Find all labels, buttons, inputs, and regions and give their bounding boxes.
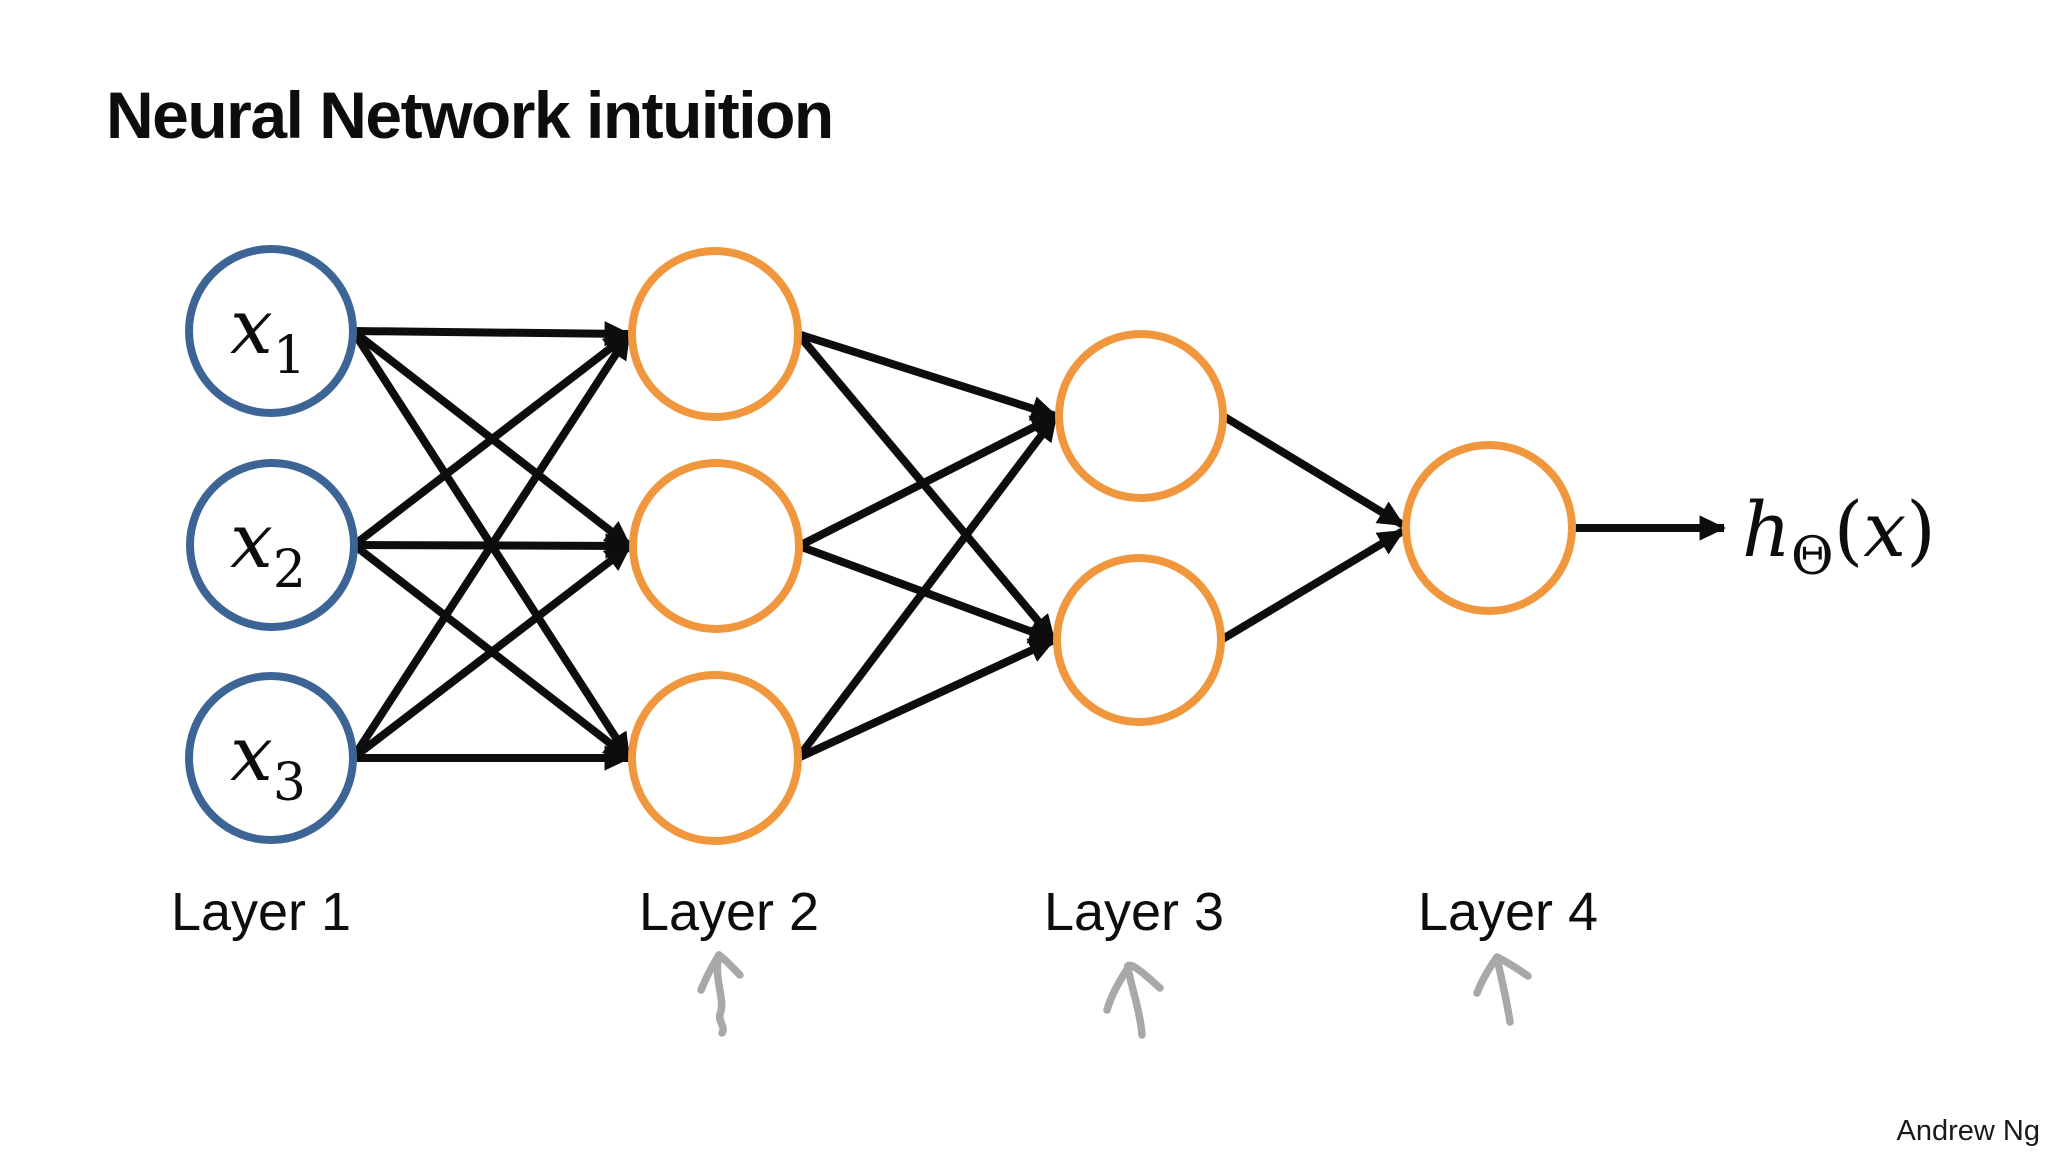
sketch-wing-right (1123, 961, 1164, 992)
layer-labels: Layer 1 Layer 2 Layer 3 Layer 4 (171, 882, 1598, 942)
edge (796, 636, 1056, 762)
input-node-1 (185, 245, 357, 417)
sketch-wing-left (1473, 953, 1501, 997)
edge (1220, 412, 1406, 529)
edges-layer1-to-layer2 (349, 321, 633, 771)
sketch-up-arrow-layer4 (1473, 953, 1532, 1026)
slide-title: Neural Network intuition (106, 78, 834, 152)
credit: Andrew Ng (1896, 1115, 2040, 1147)
edges-layer3-to-layer4 (1218, 412, 1406, 644)
input-node-1-label: x1 (230, 282, 306, 386)
sketch-up-arrow-layer3 (1103, 961, 1164, 1039)
output-formula: hΘ(x) (1742, 485, 1936, 587)
hidden-node-3-2 (1053, 554, 1225, 726)
input-node-3 (185, 672, 357, 844)
layer4-nodes (1402, 441, 1576, 615)
sketch-wing-right (715, 951, 744, 979)
layer2-label: Layer 2 (639, 882, 819, 942)
sketch-stem (1493, 954, 1514, 1026)
edge (1218, 527, 1406, 644)
sketch-stem (713, 951, 727, 1037)
edge (350, 542, 633, 762)
sketch-wing-right (1493, 953, 1532, 980)
layer3-label: Layer 3 (1044, 882, 1224, 942)
sketch-stem (1124, 964, 1146, 1039)
layer1-label: Layer 1 (171, 882, 351, 942)
hidden-node-3-1 (1055, 330, 1227, 502)
layer4-label: Layer 4 (1418, 882, 1598, 942)
hidden-node-2-2 (629, 459, 803, 633)
edge (794, 413, 1060, 761)
input-node-2-label: x2 (230, 496, 306, 600)
sketch-arrows (697, 951, 1532, 1039)
layer3-nodes (1053, 330, 1227, 726)
edge (794, 331, 1058, 643)
edge (352, 321, 632, 347)
input-node-2 (186, 459, 358, 631)
edge (351, 330, 632, 549)
output-node (1402, 441, 1576, 615)
hidden-node-2-1 (628, 247, 802, 421)
edge (796, 330, 1058, 421)
sketch-up-arrow-layer2 (697, 951, 744, 1037)
hidden-node-2-3 (628, 671, 802, 845)
input-node-3-label: x3 (230, 709, 306, 813)
sketch-wing-left (1103, 964, 1132, 1014)
edge (349, 331, 633, 761)
edge (797, 412, 1058, 550)
edges-layer2-to-layer3 (794, 330, 1060, 762)
layer1-nodes: x1 x2 x3 (185, 245, 358, 844)
layer2-nodes (628, 247, 803, 845)
